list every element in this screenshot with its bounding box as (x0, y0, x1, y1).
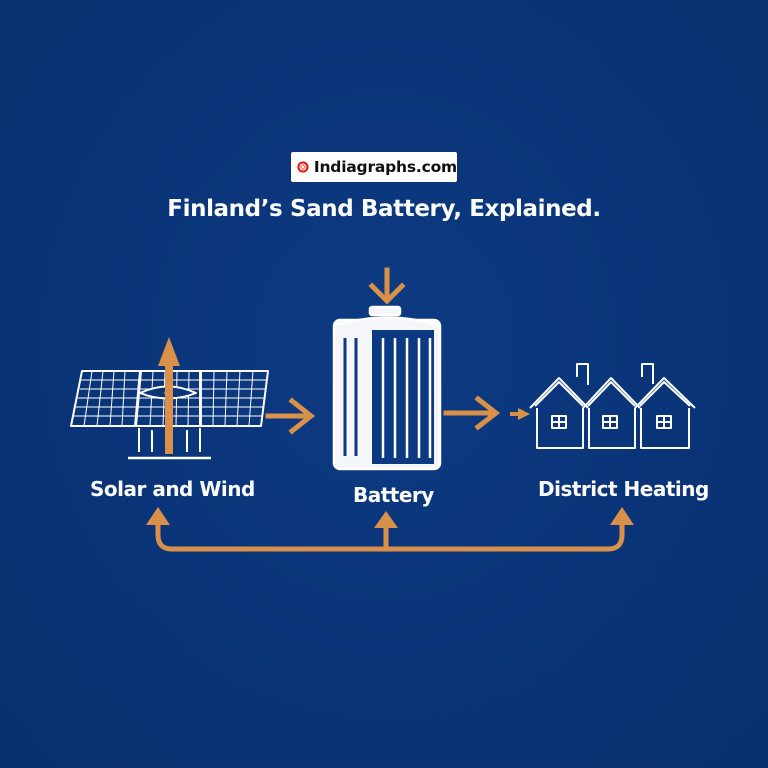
flow-arrow-small-heating (510, 408, 530, 420)
houses-icon (529, 363, 696, 449)
brand-logo-icon (297, 161, 309, 173)
feedback-loop (155, 521, 625, 552)
brand-text: Indiagraphs.com (313, 158, 457, 176)
node-label-battery: Battery (353, 483, 434, 507)
brand-badge: Indiagraphs.com (291, 152, 457, 182)
node-label-solar-wind: Solar and Wind (90, 477, 255, 501)
page-title: Finland’s Sand Battery, Explained. (167, 196, 601, 222)
output-up-arrow (158, 337, 180, 454)
input-down-arrow (368, 267, 406, 305)
battery-icon (332, 305, 442, 471)
feedback-arrowheads (146, 507, 634, 528)
flow-arrow-battery-to-heating (443, 395, 501, 431)
node-label-district-heating: District Heating (538, 477, 709, 501)
flow-arrow-solar-to-battery (265, 397, 316, 435)
